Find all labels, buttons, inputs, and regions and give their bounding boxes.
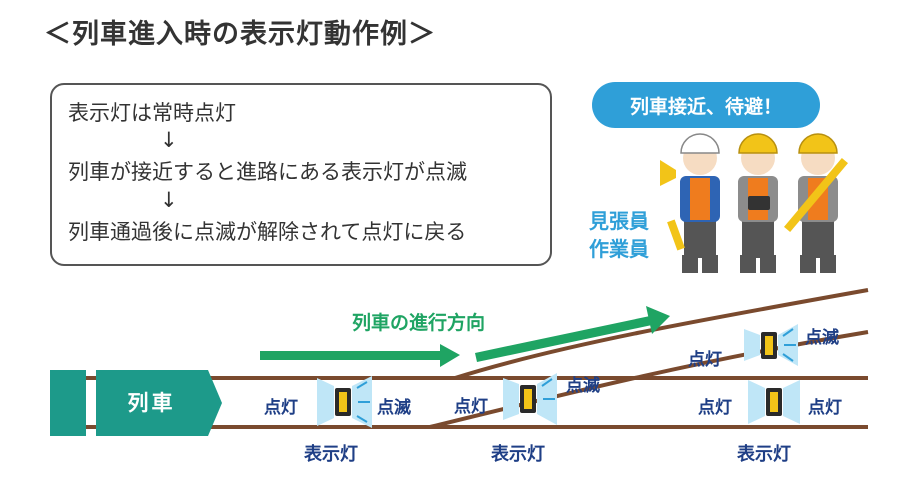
signal-lamp-4 bbox=[748, 380, 800, 424]
signal-lamp-1 bbox=[317, 376, 372, 428]
direction-arrow-1 bbox=[260, 344, 460, 367]
signal-3-state-on: 点灯 bbox=[688, 350, 722, 370]
note-arrow-1: ↓ bbox=[160, 128, 178, 152]
note-arrow-2: ↓ bbox=[160, 188, 178, 212]
note-line-approach: 列車が接近すると進路にある表示灯が点滅 bbox=[68, 160, 467, 184]
signal-2-label: 表示灯 bbox=[491, 444, 545, 465]
watchman-figure bbox=[660, 133, 720, 273]
signal-2-state-on: 点灯 bbox=[454, 397, 488, 417]
direction-arrow-2 bbox=[475, 306, 670, 362]
role-label-worker: 作業員 bbox=[589, 237, 649, 261]
signal-4-state-on-left: 点灯 bbox=[698, 398, 732, 418]
workers-illustration bbox=[660, 133, 848, 273]
signal-3-state-blink: 点滅 bbox=[805, 328, 839, 348]
signal-4-state-on-right: 点灯 bbox=[808, 398, 842, 418]
page-title: ＜列車進入時の表示灯動作例＞ bbox=[44, 19, 436, 50]
note-line-steady: 表示灯は常時点灯 bbox=[68, 101, 236, 125]
role-label-watchman: 見張員 bbox=[589, 209, 649, 233]
train-front-car bbox=[50, 370, 86, 436]
note-line-after-pass: 列車通過後に点滅が解除されて点灯に戻る bbox=[68, 220, 467, 244]
signal-4-label: 表示灯 bbox=[737, 444, 791, 465]
rail-branch-lower bbox=[429, 330, 869, 429]
worker-figure-2 bbox=[784, 133, 848, 273]
signal-lamp-2 bbox=[503, 373, 557, 425]
direction-label: 列車の進行方向 bbox=[352, 312, 486, 334]
worker-figure-1 bbox=[738, 133, 778, 273]
warning-speech-bubble: 列車接近、待避！ bbox=[592, 82, 820, 128]
signal-2-state-blink: 点滅 bbox=[566, 376, 600, 396]
signal-1-state-blink: 点滅 bbox=[377, 398, 411, 418]
explanation-box bbox=[50, 83, 552, 266]
signal-1-label: 表示灯 bbox=[304, 444, 358, 465]
rail-branch-upper bbox=[454, 288, 869, 380]
signal-lamp-3 bbox=[744, 324, 798, 366]
signal-1-state-on: 点灯 bbox=[264, 398, 298, 418]
train-label: 列車 bbox=[127, 391, 176, 415]
train-body bbox=[96, 370, 222, 436]
